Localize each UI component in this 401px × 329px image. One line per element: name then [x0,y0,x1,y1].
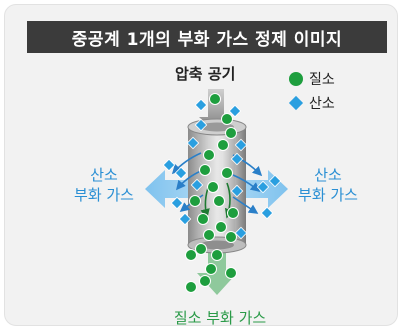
left-outlet-arrow [145,170,188,208]
right-output-line1: 산소 [314,166,342,184]
right-output-label: 산소 부화 가스 [273,165,383,205]
legend-oxygen: 산소 [288,93,335,113]
oxygen-legend-icon [288,95,304,111]
diagram-title: 중공계 1개의 부화 가스 정제 이미지 [27,21,387,53]
left-output-line2: 부화 가스 [74,186,134,204]
oxygen-legend-label: 산소 [309,96,335,112]
diagram-card: 중공계 1개의 부화 가스 정제 이미지 압축 공기 질소 산소 산소 부화 가… [4,4,398,326]
left-output-line1: 산소 [90,166,118,184]
nitrogen-molecules [185,93,239,293]
nitrogen-legend-label: 질소 [309,72,335,88]
oxygen-molecules [162,98,282,240]
legend-nitrogen: 질소 [289,69,335,89]
left-output-label: 산소 부화 가스 [49,165,159,205]
bottom-output-label: 질소 부화 가스 [173,309,267,326]
compressed-air-label: 압축 공기 [175,65,236,83]
fiber-diagram [145,89,288,295]
nitrogen-legend-icon [289,72,303,86]
right-output-line2: 부화 가스 [298,186,358,204]
